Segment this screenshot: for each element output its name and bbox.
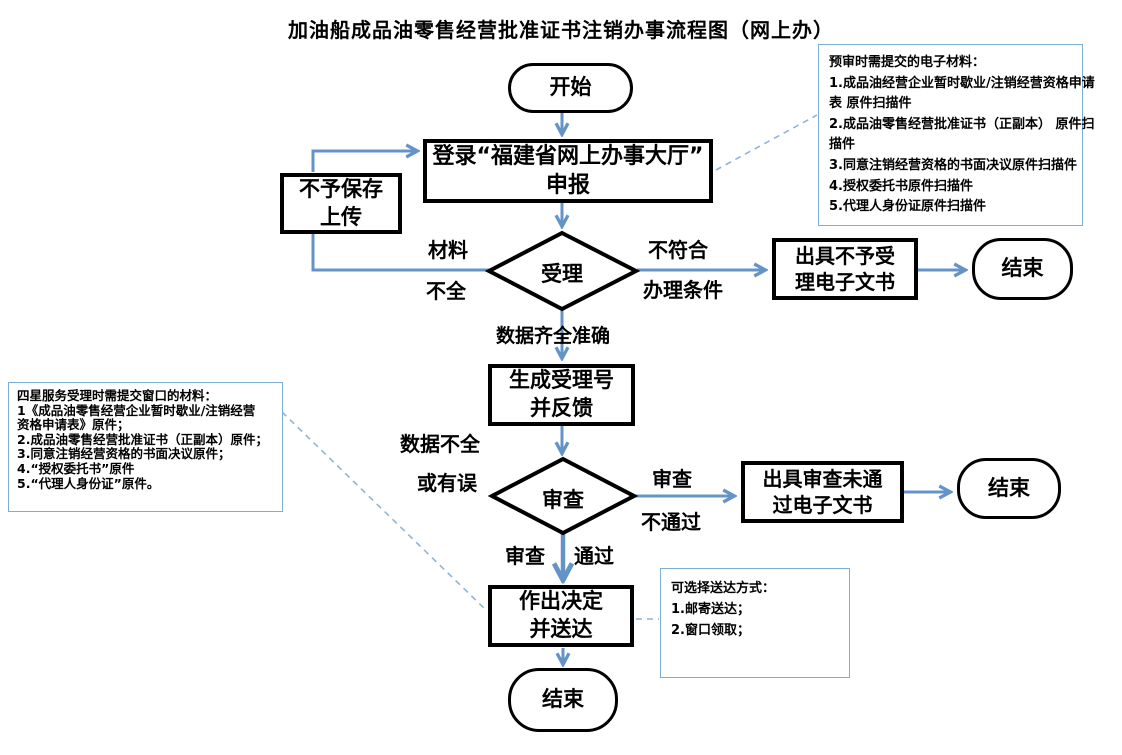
annotation-line: 预审时需提交的电子材料： <box>829 55 986 70</box>
page-title: 加油船成品油零售经营批准证书注销办事流程图（网上办） <box>288 18 834 42</box>
node-login: 登录“福建省网上办事大厅” 申报 <box>423 139 713 203</box>
label-conditions: 办理条件 <box>643 278 723 302</box>
annotation-line: 5.代理人身份证原件扫描件 <box>829 199 986 215</box>
edge-nosave-login <box>311 151 416 172</box>
node-make-decision: 作出决定 并送达 <box>488 585 634 647</box>
node-end-3: 结束 <box>508 668 618 732</box>
node-issue-reject-doc: 出具不予受 理电子文书 <box>772 238 918 300</box>
accept-diamond-shape <box>484 230 641 312</box>
annotation-connectors <box>281 114 818 620</box>
annotation-line: 表 原件扫描件 <box>829 96 912 112</box>
annotation-line: 3.同意注销经营资格的书面决议原件； <box>17 446 231 462</box>
node-generate-number: 生成受理号 并反馈 <box>488 364 635 426</box>
dash-login-prereview <box>715 114 818 171</box>
label-data-complete: 数据齐全准确 <box>496 325 611 347</box>
node-start: 开始 <box>508 63 633 113</box>
label-review-right: 审查 <box>652 467 692 491</box>
annotation-line: 描件 <box>829 137 856 153</box>
node-end-1: 结束 <box>972 238 1073 300</box>
dash-fourstar-decision <box>281 411 487 611</box>
label-review-bottom: 审查 <box>505 544 545 568</box>
annotation-line: 2.成品油零售经营批准证书（正副本）原件； <box>17 431 268 447</box>
annotation-line: 四星服务受理时需提交窗口的材料： <box>17 388 218 403</box>
node-no-save-upload: 不予保存 上传 <box>280 173 402 234</box>
annotation-line: 5.“代理人身份证”原件。 <box>17 475 160 491</box>
diamonds <box>484 230 641 536</box>
node-end-2: 结束 <box>957 458 1061 519</box>
annotation-line: 2.窗口领取； <box>671 623 750 638</box>
annotation-line: 3.同意注销经营资格的书面决议原件扫描件 <box>829 157 1077 173</box>
annotation-delivery-options: 可选择送达方式： 1.邮寄送达； 2.窗口领取； <box>660 568 850 678</box>
annotation-four-star-materials: 四星服务受理时需提交窗口的材料： 1《成品油零售经营企业暂时歇业/注销经营 资格… <box>8 382 283 512</box>
flow-arrows <box>311 113 964 663</box>
annotation-line: 资格申请表》原件； <box>17 417 130 433</box>
annotation-line: 2.成品油零售经营批准证书（正副本） 原件扫 <box>829 116 1095 132</box>
annotation-pre-review-materials: 预审时需提交的电子材料： 1.成品油经营企业暂时歇业/注销经营资格申请 表 原件… <box>818 44 1095 226</box>
label-or-error: 或有误 <box>417 471 477 495</box>
annotation-line: 1.成品油经营企业暂时歇业/注销经营资格申请 <box>829 75 1095 91</box>
label-pass: 通过 <box>574 544 614 568</box>
node-review-label: 审查 <box>542 488 584 512</box>
edge-accept-nosave <box>311 234 489 272</box>
annotation-line: 1.邮寄送达； <box>671 602 750 617</box>
annotation-line: 4.授权委托书原件扫描件 <box>829 178 973 194</box>
label-data-incomplete: 数据不全 <box>400 432 480 456</box>
label-material: 材料 <box>428 238 468 262</box>
annotation-line: 可选择送达方式： <box>671 581 776 596</box>
review-diamond-shape <box>487 456 639 536</box>
annotation-line: 4.“授权委托书”原件 <box>17 460 135 476</box>
label-incomplete: 不全 <box>426 279 466 303</box>
annotation-line: 1《成品油零售经营企业暂时歇业/注销经营 <box>17 402 256 418</box>
node-issue-fail-doc: 出具审查未通 过电子文书 <box>741 461 904 523</box>
label-fail: 不通过 <box>641 510 701 534</box>
label-not-meet: 不符合 <box>648 238 708 262</box>
node-accept-label: 受理 <box>541 262 583 286</box>
